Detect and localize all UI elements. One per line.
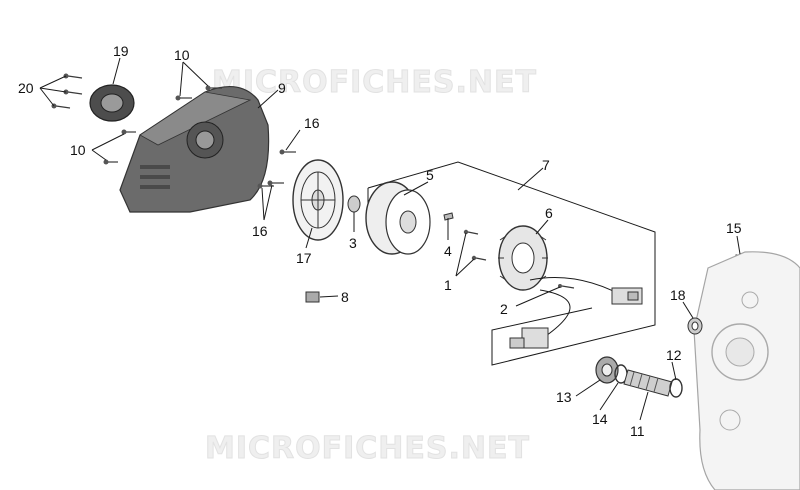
- callout-6: 6: [545, 205, 553, 221]
- callout-14: 14: [592, 411, 608, 427]
- callout-3: 3: [349, 235, 357, 251]
- part-8-clip: [305, 291, 320, 303]
- callout-16-bottom: 16: [252, 223, 268, 239]
- part-6-stator: [498, 225, 548, 291]
- callout-13: 13: [556, 389, 572, 405]
- part-18-oil-seal: [687, 317, 703, 335]
- part-5-flywheel: [365, 181, 431, 255]
- callout-17: 17: [296, 250, 312, 266]
- callout-4: 4: [444, 243, 452, 259]
- callout-15: 15: [726, 220, 742, 236]
- watermark-top: MICROFICHES.NET: [212, 65, 537, 100]
- callout-12: 12: [666, 347, 682, 363]
- callout-9: 9: [278, 80, 286, 96]
- callout-10-top: 10: [174, 47, 190, 63]
- part-10-screws: [103, 85, 222, 165]
- part-13-cap: [595, 356, 619, 384]
- callout-1: 1: [444, 277, 452, 293]
- part-19-ring: [89, 84, 135, 122]
- crankcase: [693, 251, 800, 490]
- part-17-cooling-fan: [292, 159, 344, 241]
- part-16-screws: [257, 149, 296, 189]
- part-20-screws: [51, 73, 83, 109]
- callout-8: 8: [341, 289, 349, 305]
- callout-7: 7: [542, 157, 550, 173]
- part-4-key: [443, 212, 454, 221]
- part-11-filter: [623, 369, 673, 397]
- callout-18: 18: [670, 287, 686, 303]
- callout-labels: 19 20 10 10 9 16 16 17 3 5 7 6 4 1 8 2 1…: [18, 43, 742, 439]
- part-2-pickup-and-wiring: [509, 277, 643, 349]
- callout-5: 5: [426, 167, 434, 183]
- callout-10-left: 10: [70, 142, 86, 158]
- watermark-bottom: MICROFICHES.NET: [205, 431, 530, 466]
- part-3-nut: [347, 195, 361, 213]
- part-9-flywheel-cover: [119, 85, 270, 213]
- callout-16-top: 16: [304, 115, 320, 131]
- callout-11: 11: [630, 423, 645, 439]
- leader-lines: [39, 57, 741, 421]
- callout-2: 2: [500, 301, 508, 317]
- callout-19: 19: [113, 43, 129, 59]
- callout-20: 20: [18, 80, 34, 96]
- part-1-screws: [463, 229, 487, 261]
- part-12-o-ring: [669, 378, 683, 398]
